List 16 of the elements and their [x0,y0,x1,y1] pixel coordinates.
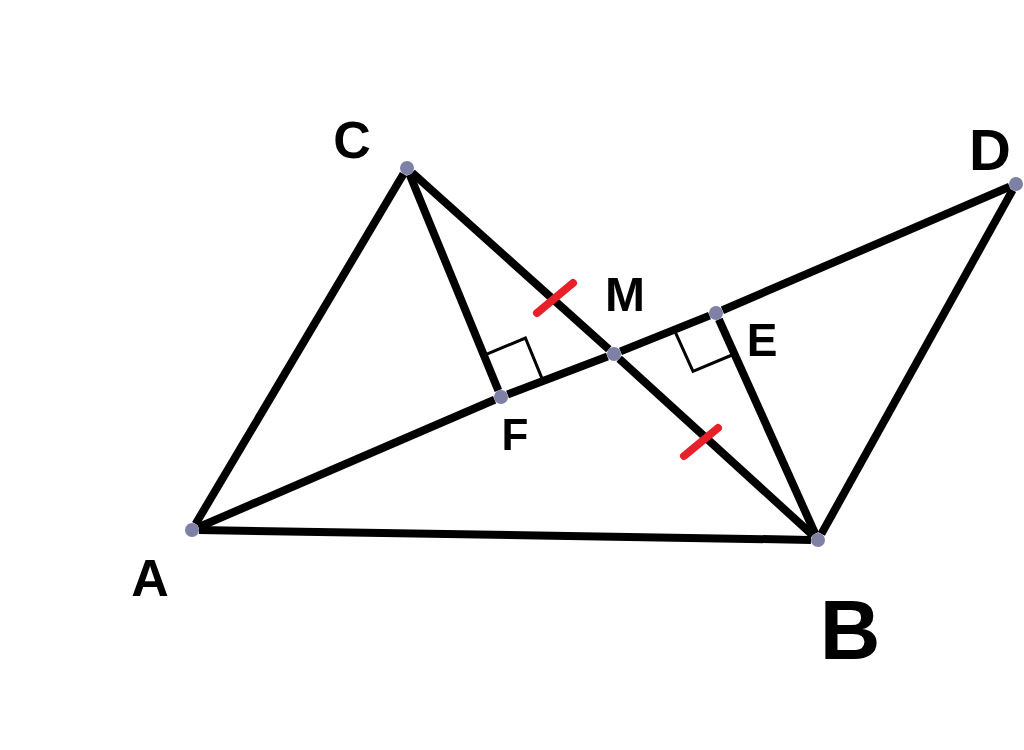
line-segment [817,188,1017,536]
point-label: C [333,114,371,166]
line-segment [196,396,497,531]
point-label: M [605,271,645,319]
line-segment [405,172,503,393]
point-label: E [746,317,778,363]
point-label: D [969,121,1011,179]
line-segment [619,311,711,356]
line-segment [506,352,609,399]
line-segment [198,526,812,544]
point-label: A [131,552,169,604]
line-segment [720,183,1012,314]
line-segment [192,171,407,527]
line-segment [715,317,819,536]
point-label: F [501,413,529,457]
point-label: B [819,588,881,672]
